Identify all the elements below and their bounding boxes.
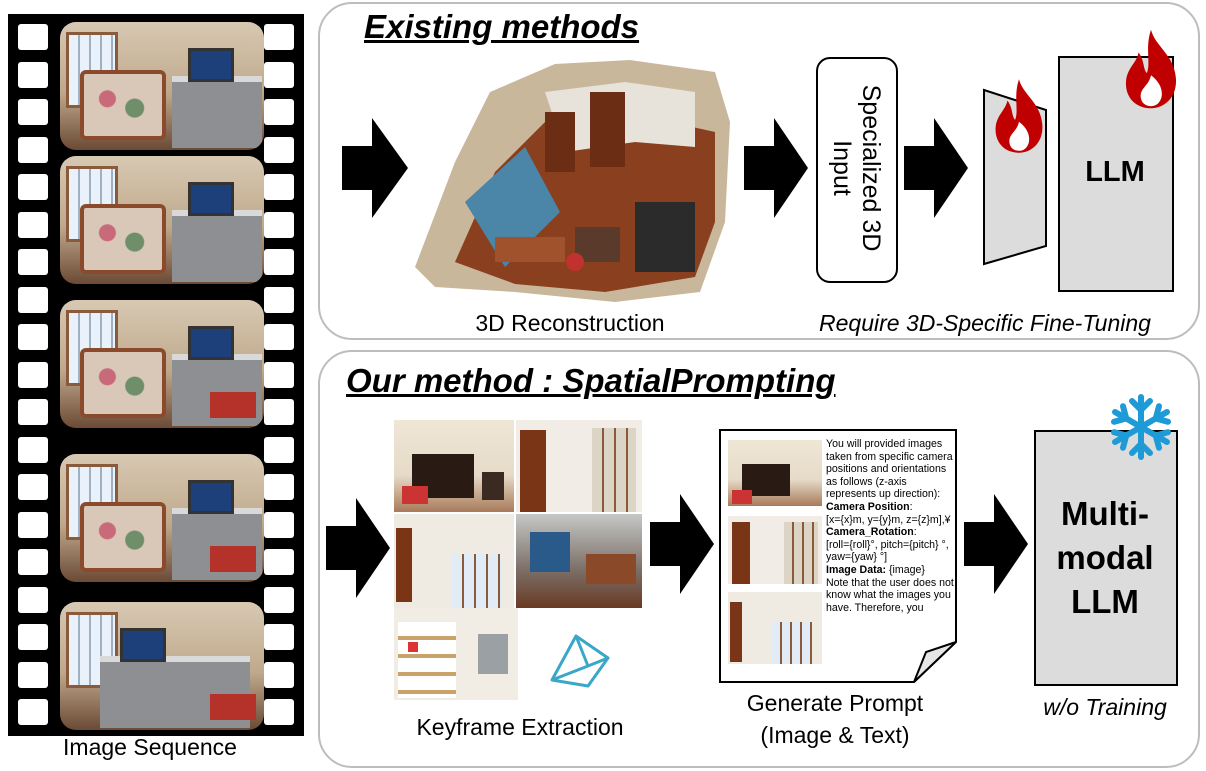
keyframe-thumbnail (516, 514, 642, 608)
film-sprocket-hole (18, 511, 48, 538)
prompt-camera-rotation-label: Camera_Rotation (826, 526, 914, 539)
flame-icon (1125, 29, 1177, 109)
keyframe-caption: Keyframe Extraction (416, 714, 624, 740)
film-sprocket-hole (264, 624, 294, 650)
prompt-camera-position-value: [x={x}m, y={y}m, z={z}m],¥ (826, 513, 951, 526)
film-frame (60, 602, 264, 730)
prompt-image-thumbnail (728, 592, 822, 664)
keyframe-thumbnail (394, 514, 514, 608)
film-sprocket-hole (18, 174, 48, 200)
multimodal-llm-line2: modal (1056, 539, 1154, 576)
film-sprocket-hole (264, 399, 294, 425)
film-sprocket-hole (264, 361, 294, 388)
film-sprocket-hole (18, 324, 48, 350)
film-sprocket-hole (18, 436, 48, 463)
prompt-caption-line2: (Image & Text) (760, 722, 910, 748)
film-sprocket-hole (18, 249, 48, 275)
existing-methods-heading: Existing methods (364, 8, 640, 45)
film-sprocket-hole (264, 211, 294, 238)
film-sprocket-hole (264, 586, 294, 613)
film-frame (60, 22, 264, 150)
film-sprocket-hole (264, 24, 294, 50)
prompt-note: Note that the user does not know what th… (826, 576, 954, 614)
film-sprocket-hole (18, 549, 48, 575)
our-method-heading: Our method : SpatialPrompting (346, 362, 836, 399)
film-sprocket-hole (264, 61, 294, 88)
multimodal-llm-label: Multi- modal LLM (1034, 492, 1176, 624)
film-strip (8, 14, 304, 736)
arrow-right-icon (342, 118, 408, 218)
prompt-image-thumbnail (728, 440, 822, 506)
film-sprocket-hole (18, 661, 48, 688)
arrow-right-icon (650, 494, 714, 594)
film-sprocket-hole (18, 24, 48, 50)
llm-label: LLM (1085, 156, 1145, 188)
film-sprocket-hole (18, 586, 48, 613)
snowflake-icon (1106, 394, 1176, 462)
film-sprocket-hole (18, 136, 48, 163)
keyframe-thumbnail (394, 608, 518, 700)
specialized-3d-input-box (816, 57, 898, 283)
film-sprocket-hole (18, 286, 48, 313)
arrow-right-icon (326, 498, 390, 598)
arrow-right-icon (744, 118, 808, 218)
film-sprocket-hole (18, 211, 48, 238)
prompt-caption-line1: Generate Prompt (746, 690, 924, 716)
film-sprocket-hole (264, 436, 294, 463)
prompt-image-data-label: Image Data: (826, 563, 887, 576)
film-sprocket-hole (264, 324, 294, 350)
multimodal-llm-line1: Multi- (1061, 495, 1149, 532)
prompt-camera-rotation-value: [roll={roll}°, pitch={pitch} °, yaw={yaw… (826, 538, 949, 564)
prompt-camera-position-label: Camera Position (826, 500, 910, 513)
film-sprocket-hole (264, 511, 294, 538)
film-frame (60, 300, 264, 428)
film-sprocket-hole (18, 399, 48, 425)
reconstruction-caption: 3D Reconstruction (475, 310, 665, 336)
film-sprocket-hole (264, 661, 294, 688)
multimodal-llm-box (1034, 430, 1178, 686)
film-sprocket-hole (18, 699, 48, 725)
film-sprocket-hole (18, 361, 48, 388)
film-sprocket-hole (18, 624, 48, 650)
image-sequence-caption: Image Sequence (63, 734, 237, 760)
prompt-image-thumbnail (728, 516, 822, 584)
specialized-3d-input-label: Specialized 3D Input (828, 84, 885, 252)
flame-icon (995, 79, 1043, 153)
prompt-image-data-value: {image} (886, 563, 925, 576)
film-sprocket-hole (264, 699, 294, 725)
film-sprocket-hole (264, 99, 294, 125)
film-sprocket-hole (264, 474, 294, 500)
keyframe-thumbnail (394, 420, 514, 512)
film-sprocket-hole (18, 99, 48, 125)
film-sprocket-hole (18, 474, 48, 500)
keyframe-thumbnail (516, 420, 642, 512)
film-sprocket-hole (264, 286, 294, 313)
film-sprocket-hole (264, 136, 294, 163)
fine-tuning-caption: Require 3D-Specific Fine-Tuning (819, 310, 1151, 336)
training-caption: w/o Training (1043, 694, 1167, 720)
arrow-right-icon (904, 118, 968, 218)
reconstruction-3d-image (415, 60, 730, 302)
arrow-right-icon (964, 494, 1028, 594)
prompt-intro: You will provided images taken from spec… (826, 438, 953, 501)
camera-frustum-icon (550, 634, 610, 688)
film-sprocket-hole (264, 249, 294, 275)
film-sprocket-hole (264, 549, 294, 575)
film-frame (60, 454, 264, 582)
film-sprocket-hole (18, 61, 48, 88)
film-frame (60, 156, 264, 284)
multimodal-llm-line3: LLM (1071, 583, 1139, 620)
prompt-text: You will provided images taken from spec… (826, 438, 954, 614)
film-sprocket-hole (264, 174, 294, 200)
